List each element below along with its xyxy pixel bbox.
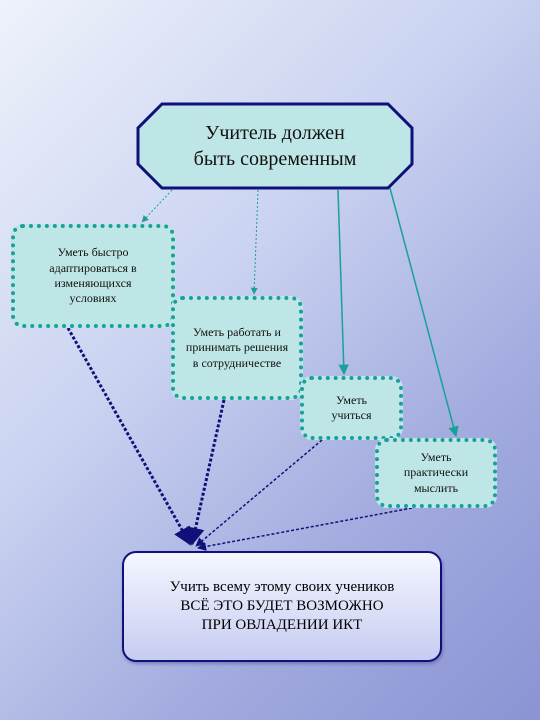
bottom-node-line: ВСЁ ЭТО БУДЕТ ВОЗМОЖНО (180, 597, 384, 614)
top-node-line: быть современным (193, 148, 357, 170)
skill-node-think: Уметь практически мыслить (375, 438, 497, 508)
skill-to-bottom-arrows (66, 327, 413, 551)
arrow-to-skill-1 (141, 189, 173, 223)
skill-node-line: условиях (69, 291, 117, 306)
top-node-line: Учитель должен (205, 122, 345, 144)
skill-node-line: принимать решения (185, 340, 289, 355)
bottom-node: Учить всему этому своих учеников ВСЁ ЭТО… (122, 551, 442, 662)
skill-node-line: учиться (331, 408, 372, 422)
skill-node-line: адаптироваться в (49, 260, 137, 275)
skill-node-line: в сотрудничестве (192, 355, 282, 370)
top-to-skill-arrows (141, 187, 459, 438)
skill-node-learn: Уметь учиться (300, 376, 403, 440)
skill-node-line: Уметь (335, 392, 368, 407)
skill-node-line: Уметь работать и (193, 324, 281, 339)
skill-node-line: Уметь (420, 449, 452, 464)
skill-node-line: изменяющихся (54, 276, 132, 290)
skill-node-line: Уметь быстро (57, 245, 129, 260)
arrow-from-skill-4 (197, 507, 413, 551)
skill-node-line: мыслить (413, 480, 459, 495)
arrow-from-skill-3 (195, 439, 323, 547)
arrow-to-skill-4 (389, 187, 459, 438)
skill-node-adapt: Уметь быстро адаптироваться в изменяющих… (11, 224, 175, 328)
top-node: Учитель должен быть современным (138, 104, 412, 188)
bottom-node-line: ПРИ ОВЛАДЕНИИ ИКТ (201, 617, 363, 634)
top-node-shape (136, 102, 414, 190)
arrow-from-skill-2 (186, 399, 226, 546)
bottom-node-line: Учить всему этому своих учеников (169, 578, 395, 595)
skill-node-collaborate: Уметь работать и принимать решения в сот… (171, 296, 303, 400)
skill-node-line: практически (403, 465, 469, 480)
arrow-to-skill-2 (250, 189, 259, 295)
arrow-to-skill-3 (337, 189, 349, 376)
arrow-from-skill-1 (66, 327, 192, 546)
